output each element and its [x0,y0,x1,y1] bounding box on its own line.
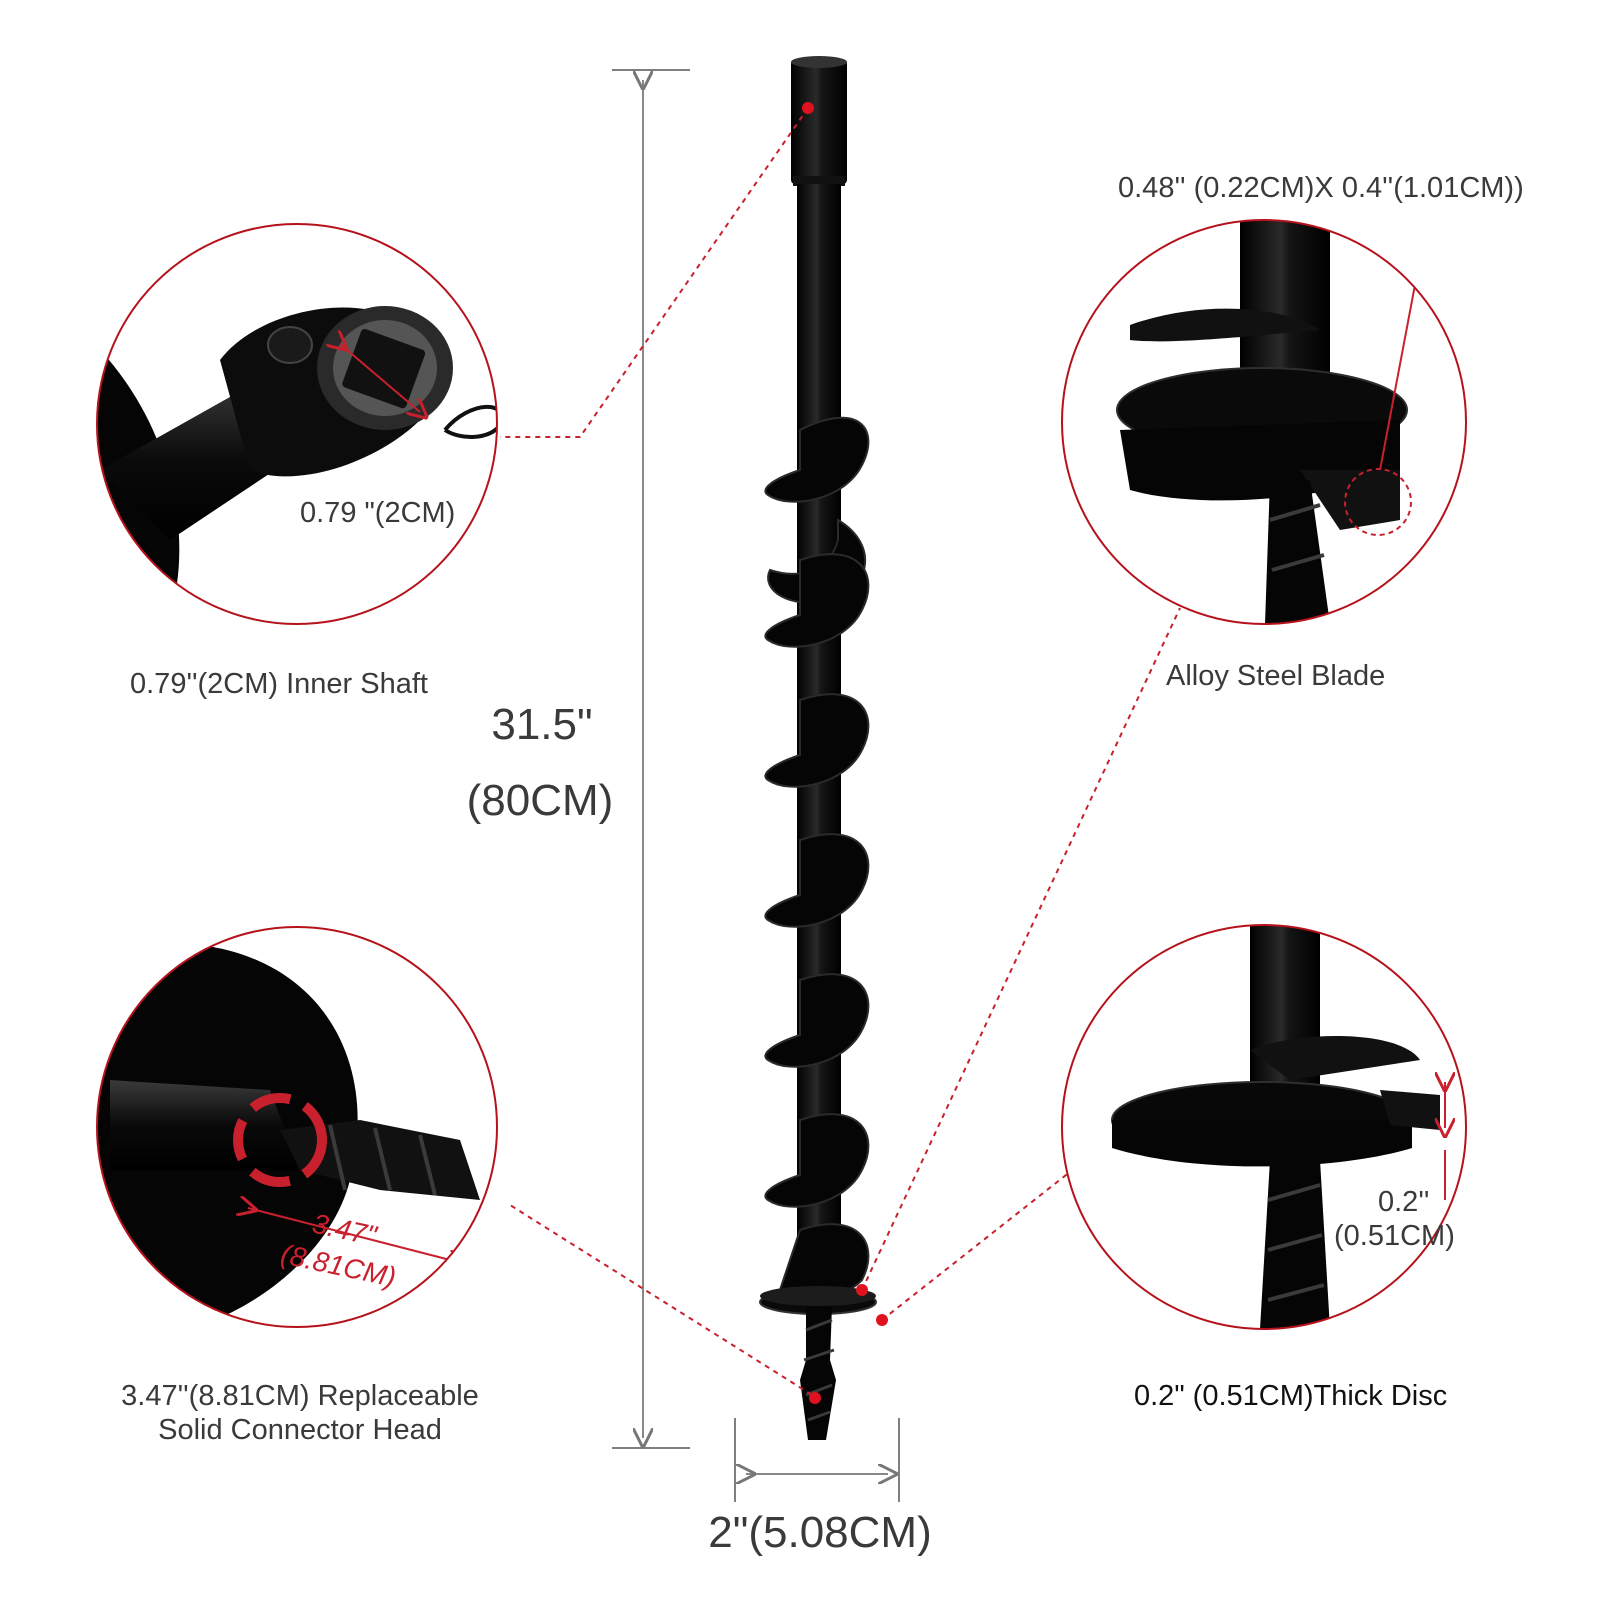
inner-shaft-caption: 0.79''(2CM) Inner Shaft [130,668,428,700]
width-dimension [734,1418,900,1502]
height-cm-label: (80CM) [466,776,614,825]
callout-circle-top-right [1061,219,1467,625]
auger-body [759,56,877,1440]
disc-caption: 0.2" (0.51CM)Thick Disc [1134,1380,1448,1412]
callout-circle-top-left [96,223,498,625]
blade-measure: 0.48'' (0.22CM)X 0.4''(1.01CM)) [1118,172,1524,204]
connector-caption-line2: Solid Connector Head [158,1414,442,1446]
height-dimension [612,69,690,1449]
height-inches-label: 31.5" [491,700,593,749]
blade-caption: Alloy Steel Blade [1166,660,1386,692]
callout-circle-bottom-right [1061,924,1467,1330]
disc-measure-cm: (0.51CM) [1334,1220,1455,1252]
inner-shaft-measure: 0.79 "(2CM) [300,497,456,529]
disc-measure-in: 0.2'' [1378,1186,1430,1218]
leader-lines [500,107,1181,1401]
width-label: 2"(5.08CM) [708,1508,932,1557]
leader-dots [802,102,888,1404]
callout-circle-bottom-left [96,926,498,1328]
connector-caption-line1: 3.47''(8.81CM) Replaceable [121,1380,479,1412]
